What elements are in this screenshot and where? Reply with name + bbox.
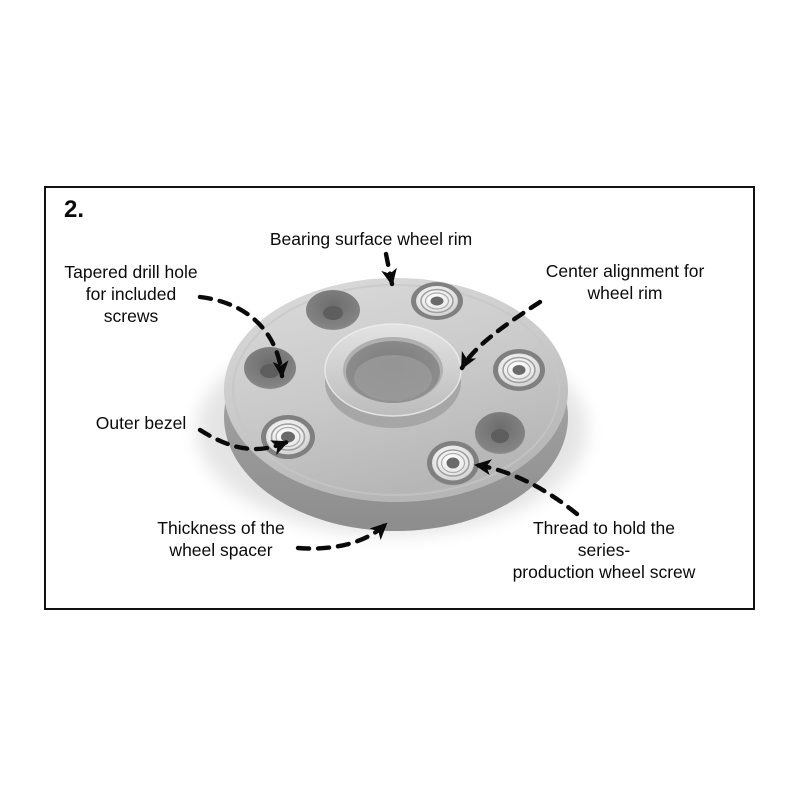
arrow-tapered-hole <box>197 294 289 379</box>
label-thickness: Thickness of the wheel spacer <box>157 518 285 560</box>
threaded-insert-hole <box>427 441 479 485</box>
arrow-bearing-surface <box>381 251 397 287</box>
label-center-alignment: Center alignment for wheel rim <box>545 261 705 303</box>
arrow-thread <box>473 459 580 517</box>
threaded-insert-hole <box>493 349 545 391</box>
threaded-insert-hole <box>261 415 315 459</box>
arrow-center-alignment <box>459 299 543 371</box>
label-outer-bezel: Outer bezel <box>95 413 187 433</box>
arrow-outer-bezel <box>197 427 290 456</box>
label-thread: Thread to hold the series- production wh… <box>512 518 696 582</box>
tapered-hole <box>306 290 360 330</box>
threaded-insert-hole <box>411 282 463 320</box>
arrow-thickness <box>295 521 389 551</box>
label-bearing-surface: Bearing surface wheel rim <box>269 229 473 249</box>
tapered-hole <box>475 412 525 454</box>
step-number: 2. <box>64 196 85 223</box>
label-tapered-drill-hole: Tapered drill hole for included screws <box>64 262 198 326</box>
center-bore <box>346 341 440 403</box>
tapered-hole <box>244 347 296 389</box>
